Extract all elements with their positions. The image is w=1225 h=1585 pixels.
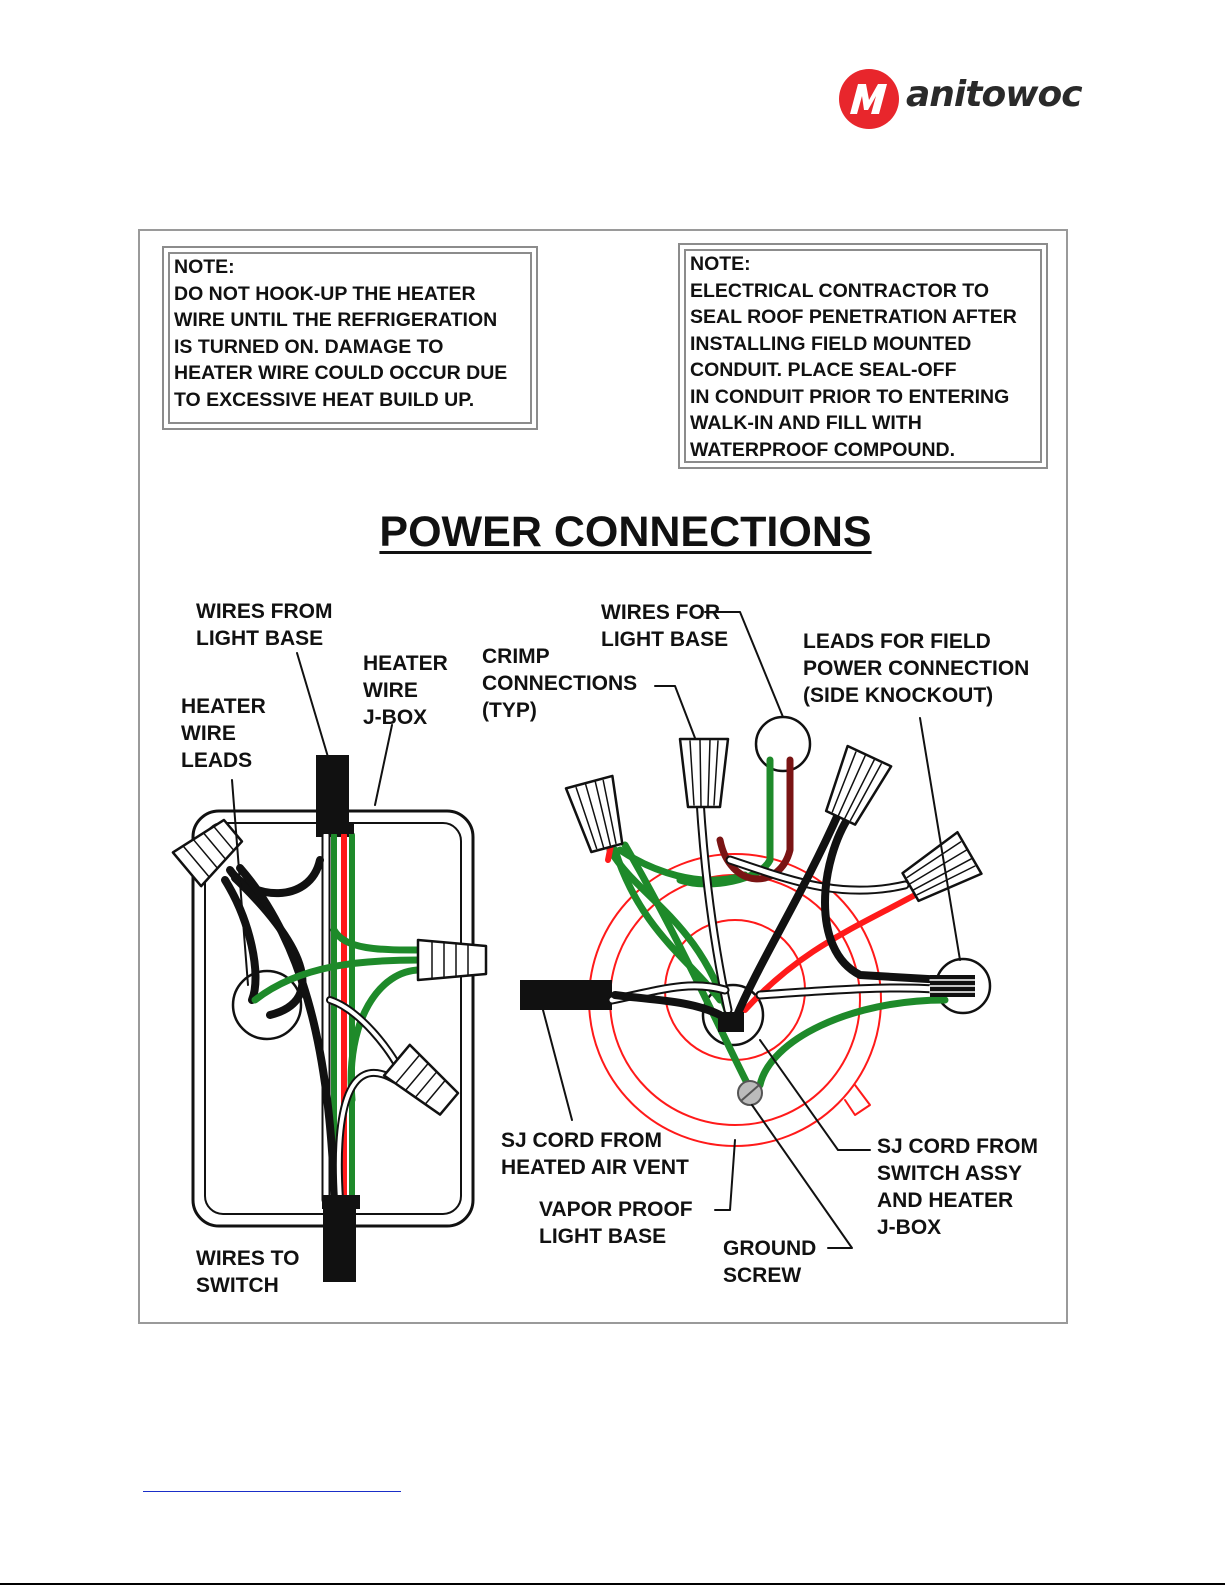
logo-wordmark: anitowoc	[906, 74, 1083, 115]
wire-nut-jbox-top	[171, 818, 244, 888]
note-line: NOTE:	[174, 256, 235, 278]
label-wires-from-light-base: WIRES FROM LIGHT BASE	[196, 598, 333, 652]
light-base-wire-entry	[754, 715, 812, 773]
label-line: LIGHT BASE	[539, 1225, 667, 1248]
label-line: LEADS	[181, 749, 253, 772]
field-power-leads-stripes	[929, 979, 976, 993]
label-line: J-BOX	[363, 706, 428, 729]
label-line: HEATER	[181, 695, 266, 718]
label-line: WIRES FROM	[196, 600, 333, 623]
label-heater-wire-leads: HEATER WIRE LEADS	[181, 693, 266, 774]
label-line: WIRES FOR	[601, 601, 720, 624]
manitowoc-logo: anitowoc	[838, 68, 1083, 130]
black-light-base-wires	[611, 806, 949, 1024]
note-inner-border	[684, 249, 1042, 463]
label-line: CONNECTIONS	[482, 672, 638, 695]
dark-red-wire	[716, 756, 794, 883]
diagram-frame	[138, 229, 1068, 1324]
label-line: LEADS FOR FIELD	[803, 630, 991, 653]
note-line: INSTALLING FIELD MOUNTED	[690, 332, 972, 355]
ground-screw	[737, 1080, 763, 1106]
label-leads-field-power: LEADS FOR FIELD POWER CONNECTION (SIDE K…	[803, 628, 1029, 709]
note-line: WATERPROOF COMPOUND.	[690, 438, 956, 461]
label-line: LIGHT BASE	[601, 628, 729, 651]
leader-lines-right	[542, 611, 961, 1249]
wire-nut-jbox-right	[416, 938, 488, 982]
label-line: WIRES TO	[196, 1247, 300, 1270]
green-light-base-wires	[606, 756, 949, 1089]
note-heater-wire: NOTE: DO NOT HOOK-UP THE HEATER WIRE UNT…	[162, 246, 538, 430]
label-line: POWER CONNECTION	[803, 657, 1030, 680]
wire-nut-jbox-bottom	[382, 1043, 460, 1116]
label-ground-screw: GROUND SCREW	[723, 1235, 816, 1289]
label-sj-cord-switch-assy: SJ CORD FROM SWITCH ASSY AND HEATER J-BO…	[877, 1133, 1038, 1241]
label-line: SWITCH	[196, 1274, 279, 1297]
page-bottom-rule	[0, 1583, 1225, 1585]
label-line: SJ CORD FROM	[501, 1129, 663, 1152]
diagram-title: POWER CONNECTIONS	[0, 508, 1225, 557]
label-line: GROUND	[723, 1237, 817, 1260]
diagram-title-text: POWER CONNECTIONS	[379, 508, 872, 556]
conduit-bottom	[323, 1195, 356, 1282]
center-cord-stub	[718, 1012, 744, 1032]
note-inner-border	[168, 252, 532, 424]
sj-cord-heated-air-vent	[520, 980, 612, 1010]
conduit-top-collar	[316, 822, 354, 834]
jbox-knockout	[231, 969, 303, 1041]
note-line: NOTE:	[690, 253, 751, 275]
note-line: WIRE UNTIL THE REFRIGERATION	[174, 309, 498, 331]
label-line: SCREW	[723, 1264, 802, 1287]
note-line: DO NOT HOOK-UP THE HEATER	[174, 282, 476, 305]
wire-nut-field-power	[901, 830, 983, 903]
heater-wire-leads	[221, 856, 339, 1204]
label-wires-for-light-base: WIRES FOR LIGHT BASE	[601, 599, 728, 653]
note-line: SEAL ROOF PENETRATION AFTER	[690, 306, 1017, 328]
note-electrical-contractor-text: NOTE: ELECTRICAL CONTRACTOR TO SEAL ROOF…	[690, 251, 1017, 463]
label-line: J-BOX	[877, 1216, 942, 1239]
note-electrical-contractor: NOTE: ELECTRICAL CONTRACTOR TO SEAL ROOF…	[678, 243, 1048, 469]
conduit-bottom-collar	[322, 1195, 360, 1209]
label-line: (SIDE KNOCKOUT)	[803, 684, 994, 707]
label-sj-cord-heated-air-vent: SJ CORD FROM HEATED AIR VENT	[501, 1127, 689, 1181]
label-line: SJ CORD FROM	[877, 1135, 1039, 1158]
note-line: TO EXCESSIVE HEAT BUILD UP.	[174, 388, 475, 411]
note-line: CONDUIT. PLACE SEAL-OFF	[690, 359, 957, 381]
wire-nut-crimp-left	[564, 774, 624, 854]
footer-link-underline[interactable]	[143, 1491, 401, 1492]
label-crimp-connections: CRIMP CONNECTIONS (TYP)	[482, 643, 637, 724]
label-line: SWITCH ASSY	[877, 1162, 1023, 1185]
manitowoc-logo-mark	[839, 69, 899, 129]
note-line: HEATER WIRE COULD OCCUR DUE	[174, 362, 508, 384]
label-vapor-proof-light-base: VAPOR PROOF LIGHT BASE	[539, 1196, 693, 1250]
label-line: LIGHT BASE	[196, 627, 324, 650]
label-line: AND HEATER	[877, 1189, 1014, 1212]
note-line: ELECTRICAL CONTRACTOR TO	[690, 279, 990, 302]
label-line: HEATER	[363, 652, 448, 675]
label-line: VAPOR PROOF	[539, 1198, 693, 1221]
note-heater-wire-text: NOTE: DO NOT HOOK-UP THE HEATER WIRE UNT…	[174, 254, 507, 413]
label-wires-to-switch: WIRES TO SWITCH	[196, 1245, 299, 1299]
wire-nut-crimp-right	[824, 744, 893, 826]
label-heater-wire-jbox: HEATER WIRE J-BOX	[363, 650, 448, 731]
green-jbox-wires	[251, 926, 424, 1104]
note-line: WALK-IN AND FILL WITH	[690, 412, 922, 434]
label-line: HEATED AIR VENT	[501, 1156, 689, 1179]
label-line: (TYP)	[482, 699, 537, 722]
note-line: IS TURNED ON. DAMAGE TO	[174, 335, 444, 358]
label-line: WIRE	[363, 679, 418, 702]
note-line: IN CONDUIT PRIOR TO ENTERING	[690, 385, 1010, 408]
label-line: WIRE	[181, 722, 236, 745]
label-line: CRIMP	[482, 645, 550, 668]
leader-lines-left	[231, 652, 393, 986]
wire-nut-crimp-center	[678, 737, 730, 809]
